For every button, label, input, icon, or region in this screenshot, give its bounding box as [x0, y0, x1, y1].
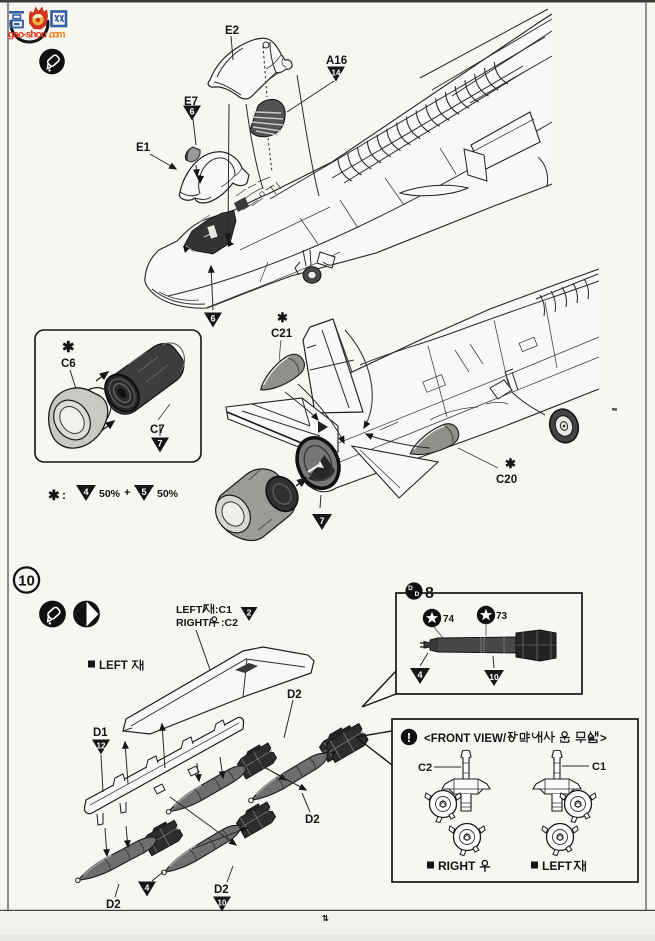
svg-text:73: 73 [496, 611, 508, 622]
svg-text::C1: :C1 [215, 604, 232, 616]
svg-text:A16: A16 [326, 55, 347, 67]
svg-text:C21: C21 [271, 328, 293, 340]
svg-text:C7: C7 [150, 424, 165, 436]
svg-text:✱: ✱ [62, 339, 75, 356]
svg-text:4: 4 [417, 670, 422, 680]
svg-text:50%: 50% [157, 488, 179, 500]
svg-text:E1: E1 [136, 142, 151, 154]
svg-text:D2: D2 [214, 884, 229, 896]
svg-text:LEFT/: LEFT/ [176, 604, 205, 616]
svg-text:D: D [415, 591, 420, 598]
svg-text:74: 74 [443, 614, 455, 625]
svg-text:LEFT: LEFT [99, 660, 128, 672]
svg-text:<FRONT VIEW/: <FRONT VIEW/ [424, 733, 507, 745]
svg-text:7: 7 [157, 439, 162, 449]
svg-text:C20: C20 [496, 474, 517, 486]
svg-text:10: 10 [18, 573, 35, 590]
svg-text:D2: D2 [305, 814, 320, 826]
svg-text:7: 7 [319, 516, 324, 526]
svg-text::: : [62, 488, 66, 502]
svg-text:C2: C2 [418, 762, 432, 774]
svg-text:10: 10 [218, 899, 227, 908]
svg-text:RIGHT/: RIGHT/ [176, 617, 212, 629]
svg-text:✱: ✱ [505, 456, 516, 471]
svg-text:8: 8 [425, 585, 434, 602]
svg-text:10: 10 [489, 672, 499, 682]
svg-text:D: D [408, 585, 413, 592]
svg-text:✱: ✱ [48, 487, 60, 503]
svg-text:D2: D2 [106, 899, 121, 911]
svg-text:5: 5 [141, 487, 146, 497]
svg-text::C2: :C2 [221, 617, 238, 629]
svg-text:⇅: ⇅ [322, 914, 329, 923]
svg-text:!: ! [407, 731, 411, 745]
svg-text:14: 14 [332, 69, 341, 78]
svg-text:RIGHT: RIGHT [438, 859, 476, 873]
svg-text:D2: D2 [287, 689, 302, 701]
svg-text:2: 2 [247, 608, 252, 618]
svg-text:✱: ✱ [277, 310, 288, 325]
svg-text:C1: C1 [592, 761, 606, 773]
svg-text:12: 12 [97, 742, 106, 751]
svg-text:D1: D1 [93, 727, 108, 739]
svg-text:50%: 50% [99, 488, 121, 500]
svg-text:4: 4 [145, 883, 150, 893]
svg-text:.com: .com [49, 30, 66, 41]
svg-text:E2: E2 [225, 25, 239, 37]
svg-text:>: > [600, 733, 607, 745]
svg-text:gao-shou: gao-shou [8, 30, 47, 41]
svg-text:C6: C6 [61, 358, 76, 370]
svg-text:+: + [124, 487, 130, 499]
svg-text:6: 6 [189, 107, 194, 117]
svg-text:6: 6 [210, 314, 215, 324]
svg-text:E7: E7 [184, 96, 198, 108]
svg-text:4: 4 [83, 487, 88, 497]
svg-text:LEFT: LEFT [542, 859, 573, 873]
